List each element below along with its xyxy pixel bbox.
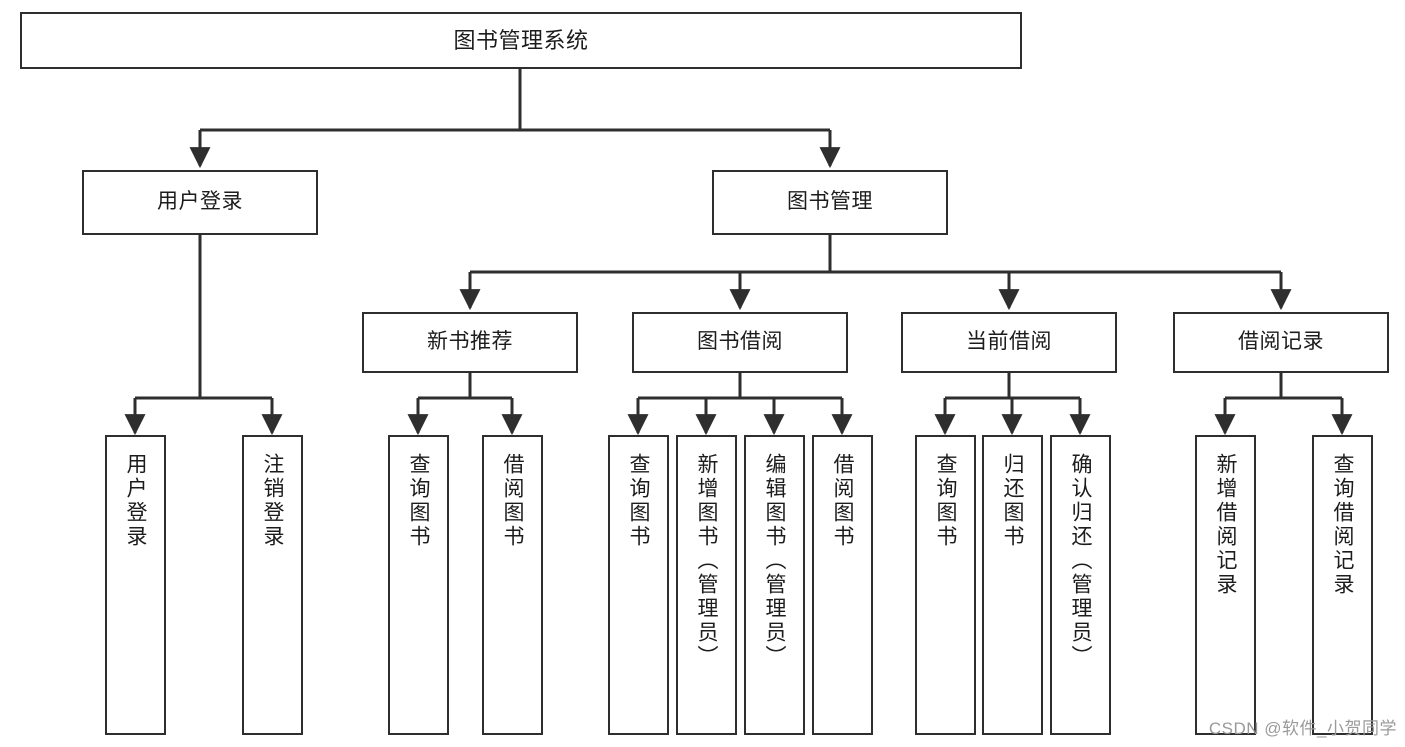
node-label: 查询图书 <box>934 453 957 549</box>
node-new-book-recommend[interactable]: 新书推荐 <box>362 312 578 373</box>
node-leaf-query-book-current[interactable]: 查询图书 <box>915 435 976 735</box>
node-user-login[interactable]: 用户登录 <box>82 170 318 235</box>
node-leaf-borrow-book-recommend[interactable]: 借阅图书 <box>482 435 543 735</box>
node-label: 借阅记录 <box>1238 330 1324 354</box>
node-leaf-query-borrow-record[interactable]: 查询借阅记录 <box>1312 435 1373 735</box>
node-label: 新书推荐 <box>427 330 513 354</box>
node-borrow-record[interactable]: 借阅记录 <box>1173 312 1389 373</box>
node-label: 用户登录 <box>124 453 147 549</box>
node-leaf-add-book-admin[interactable]: 新增图书（管理员） <box>676 435 737 735</box>
node-label: 新增借阅记录 <box>1214 453 1237 597</box>
node-leaf-user-login[interactable]: 用户登录 <box>105 435 166 735</box>
node-label: 注销登录 <box>261 453 284 549</box>
node-label: 查询借阅记录 <box>1331 453 1354 597</box>
node-leaf-borrow-book[interactable]: 借阅图书 <box>812 435 873 735</box>
node-leaf-query-book-recommend[interactable]: 查询图书 <box>388 435 449 735</box>
node-book-management[interactable]: 图书管理 <box>712 170 948 235</box>
node-leaf-return-book[interactable]: 归还图书 <box>982 435 1043 735</box>
node-leaf-confirm-return-admin[interactable]: 确认归还（管理员） <box>1050 435 1111 735</box>
node-label: 查询图书 <box>627 453 650 549</box>
node-label: 借阅图书 <box>831 453 854 549</box>
node-label: 确认归还（管理员） <box>1069 453 1092 669</box>
node-label: 图书管理系统 <box>453 27 589 53</box>
node-leaf-user-logout[interactable]: 注销登录 <box>242 435 303 735</box>
node-label: 新增图书（管理员） <box>695 453 718 669</box>
node-label: 借阅图书 <box>501 453 524 549</box>
node-book-borrow[interactable]: 图书借阅 <box>632 312 848 373</box>
node-label: 查询图书 <box>407 453 430 549</box>
node-leaf-add-borrow-record[interactable]: 新增借阅记录 <box>1195 435 1256 735</box>
node-label: 用户登录 <box>157 190 243 214</box>
node-current-borrow[interactable]: 当前借阅 <box>901 312 1117 373</box>
node-label: 图书管理 <box>787 190 873 214</box>
node-label: 编辑图书（管理员） <box>763 453 786 669</box>
node-leaf-edit-book-admin[interactable]: 编辑图书（管理员） <box>744 435 805 735</box>
node-root-book-management-system[interactable]: 图书管理系统 <box>20 12 1022 69</box>
node-label: 归还图书 <box>1001 453 1024 549</box>
node-leaf-query-book-borrow[interactable]: 查询图书 <box>608 435 669 735</box>
node-label: 当前借阅 <box>966 330 1052 354</box>
node-label: 图书借阅 <box>697 330 783 354</box>
